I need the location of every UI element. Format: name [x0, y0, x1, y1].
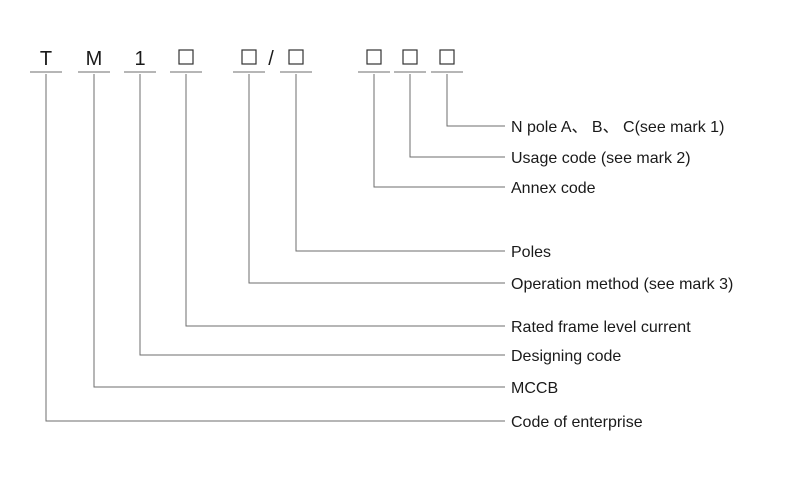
leader-line-frame: [185, 74, 505, 327]
label-npole: N pole A、 B、 C(see mark 1): [511, 119, 724, 136]
label-operation: Operation method (see mark 3): [511, 276, 733, 293]
code-box-operation: [241, 49, 257, 65]
leader-line-m: [93, 74, 505, 388]
leader-line-poles: [295, 74, 505, 252]
label-t: Code of enterprise: [511, 414, 643, 431]
label-frame: Rated frame level current: [511, 319, 691, 336]
code-box-poles: [288, 49, 304, 65]
code-char-t: T: [40, 48, 52, 70]
leader-line-npole: [446, 74, 505, 127]
code-char-one: 1: [134, 48, 145, 70]
leader-line-operation: [248, 74, 505, 284]
code-box-annex: [366, 49, 382, 65]
leader-line-usage: [409, 74, 505, 158]
code-box-usage: [402, 49, 418, 65]
leader-line-t: [45, 74, 505, 422]
code-char-slash: /: [268, 48, 274, 70]
label-annex: Annex code: [511, 180, 596, 197]
code-box-npole: [439, 49, 455, 65]
label-usage: Usage code (see mark 2): [511, 150, 691, 167]
code-char-m: M: [86, 48, 103, 70]
label-poles: Poles: [511, 244, 551, 261]
leader-line-one: [139, 74, 505, 356]
code-box-frame: [178, 49, 194, 65]
label-m: MCCB: [511, 380, 558, 397]
label-one: Designing code: [511, 348, 621, 365]
leader-line-annex: [373, 74, 505, 188]
